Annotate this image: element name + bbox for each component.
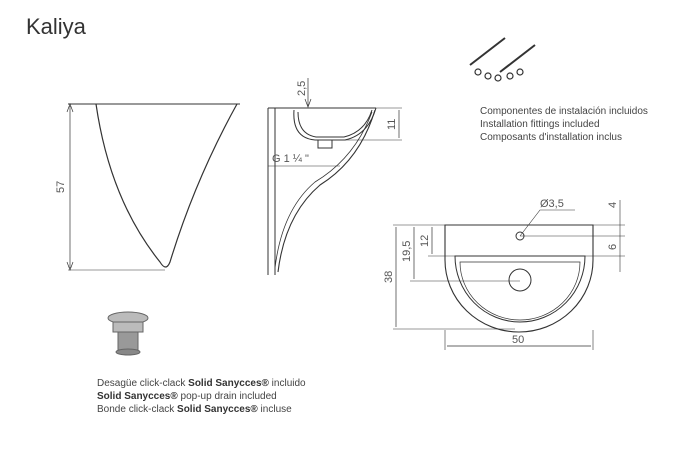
text: incluido [268,378,306,389]
brand: Solid Sanycces® [97,391,178,402]
popup-drain-icon [107,311,149,356]
dim-g-thread: G 1 ¼ " [272,153,309,165]
brand: Solid Sanycces® [188,378,269,389]
dim-12: 12 [419,235,431,247]
dim-6: 6 [607,244,619,250]
dim-38: 38 [383,271,395,283]
product-title: Kaliya [26,14,86,39]
text: pop-up drain included [177,391,277,402]
dim-11: 11 [386,119,398,130]
drain-caption-fr: Bonde click-clack Solid Sanycces® inclus… [97,403,306,416]
caption-es: Componentes de instalación incluidos [480,106,648,117]
brand: Solid Sanycces® [177,404,258,415]
drain-caption-en: Solid Sanycces® pop-up drain included [97,390,306,403]
side-view: 2,5 11 G 1 ¼ " [267,78,402,275]
drain-caption-es: Desagüe click-clack Solid Sanycces® incl… [97,377,306,390]
dim-19-5: 19,5 [401,241,413,262]
drain-caption: Desagüe click-clack Solid Sanycces® incl… [97,377,306,416]
caption-fr: Composants d'installation inclus [480,132,622,143]
fittings-caption: Componentes de instalación incluidos Ins… [480,105,648,144]
dim-2-5: 2,5 [296,81,308,96]
caption-en: Installation fittings included [480,119,600,130]
top-view: Ø3,5 4 6 38 19,5 12 50 [383,198,625,350]
dim-57: 57 [55,181,67,193]
dim-4: 4 [607,202,619,208]
dim-tap-hole: Ø3,5 [540,198,564,210]
fittings-icon [469,37,536,82]
dim-50: 50 [512,334,524,346]
text: incluse [257,404,292,415]
text: Desagüe click-clack [97,378,189,389]
front-view: 57 [55,103,240,271]
text: Bonde click-clack [97,404,178,415]
